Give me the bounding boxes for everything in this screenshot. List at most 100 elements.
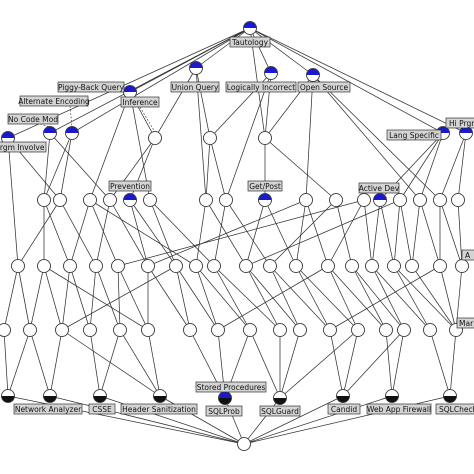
lattice-node-m2[interactable]	[258, 131, 272, 145]
lattice-node-r3a[interactable]	[11, 259, 25, 273]
lattice-node-r3h[interactable]	[189, 259, 203, 273]
lattice-node-r2n[interactable]	[451, 193, 465, 207]
lattice-node-r4k[interactable]	[293, 323, 307, 337]
lattice-node-r4o[interactable]	[397, 323, 411, 337]
lattice-node-r4d[interactable]	[83, 323, 97, 337]
lattice-node-bnet[interactable]	[1, 389, 15, 403]
lattice-node-r3m[interactable]	[321, 259, 335, 273]
label-web-app-firewall[interactable]: Web App Firewall	[366, 403, 432, 415]
lattice-node-r4c[interactable]	[55, 323, 69, 337]
lattice-node-r2f[interactable]	[199, 193, 213, 207]
lattice-node-r2k[interactable]	[393, 193, 407, 207]
lattice-node-r4f[interactable]	[141, 323, 155, 337]
lattice-node-r4l[interactable]	[323, 323, 337, 337]
lattice-node-r4g[interactable]	[183, 323, 197, 337]
lattice-node-r3p[interactable]	[387, 259, 401, 273]
label-sqlprob[interactable]: SQLProb	[205, 405, 243, 417]
label-hi-prgm[interactable]: Hi Prgm	[445, 117, 474, 129]
lattice-node-logic[interactable]	[264, 66, 278, 80]
lattice-node-r4n[interactable]	[379, 323, 393, 337]
label-get-post[interactable]: Get/Post	[247, 180, 283, 192]
lattice-node-r3r[interactable]	[433, 259, 447, 273]
lattice-node-r3q[interactable]	[405, 259, 419, 273]
label-lang-specific[interactable]: Lang Specific	[386, 129, 442, 141]
lattice-node-bchk[interactable]	[443, 389, 457, 403]
label-inference[interactable]: Inference	[120, 96, 160, 108]
label-stored-procedures[interactable]: Stored Procedures	[195, 381, 267, 393]
lattice-node-r3b[interactable]	[37, 259, 51, 273]
label-open-source[interactable]: Open Source	[297, 81, 351, 93]
lattice-node-r3f[interactable]	[141, 259, 155, 273]
label-sqlcheck[interactable]: SQLCheck	[435, 403, 474, 415]
lattice-node-r2h[interactable]	[299, 193, 313, 207]
lattice-node-r4e[interactable]	[113, 323, 127, 337]
node-outline	[243, 323, 257, 337]
lattice-node-r2i[interactable]	[329, 193, 343, 207]
lattice-node-bcss[interactable]	[93, 389, 107, 403]
lattice-node-hi[interactable]	[459, 126, 473, 140]
lattice-node-r4m[interactable]	[351, 323, 365, 337]
lattice-node-r4b[interactable]	[23, 323, 37, 337]
label-logically-incorrect[interactable]: Logically Incorrect	[225, 81, 297, 93]
label-header-sanitization[interactable]: Header Sanitization	[120, 403, 198, 415]
label-mar-partial[interactable]: Mar	[456, 317, 474, 329]
lattice-node-r2g[interactable]	[219, 193, 233, 207]
lattice-node-r2c[interactable]	[83, 193, 97, 207]
lattice-node-bcs[interactable]	[43, 389, 57, 403]
lattice-node-r3e[interactable]	[111, 259, 125, 273]
label-active-dev[interactable]: Active Dev	[358, 182, 400, 194]
lattice-node-r3d[interactable]	[89, 259, 103, 273]
lattice-node-open[interactable]	[306, 68, 320, 82]
lattice-node-r3l[interactable]	[289, 259, 303, 273]
lattice-node-prev[interactable]	[123, 193, 137, 207]
lattice-node-r2m[interactable]	[433, 193, 447, 207]
label-piggy-back-query[interactable]: Piggy-Back Query	[57, 81, 125, 93]
label-tautology[interactable]: Tautology	[229, 36, 271, 48]
lattice-node-bsqg[interactable]	[273, 391, 287, 405]
lattice-node-top[interactable]	[243, 21, 257, 35]
lattice-node-r2j[interactable]	[357, 193, 371, 207]
label-alternate-encoding[interactable]: Alternate Encoding	[18, 95, 90, 107]
lattice-node-bspr[interactable]	[218, 391, 232, 405]
lattice-node-r3s[interactable]	[455, 259, 469, 273]
lattice-node-r4i[interactable]	[243, 323, 257, 337]
node-outline	[189, 259, 203, 273]
lattice-node-r3k[interactable]	[263, 259, 277, 273]
lattice-node-r3i[interactable]	[207, 259, 221, 273]
label-union-query[interactable]: Union Query	[170, 81, 220, 93]
label-no-code-mod[interactable]: No Code Mod	[7, 113, 59, 125]
label-a-partial[interactable]: A	[461, 249, 474, 261]
lattice-node-bhdr[interactable]	[153, 389, 167, 403]
label-candid[interactable]: Candid	[327, 403, 361, 415]
label-prevention[interactable]: Prevention	[108, 180, 152, 192]
lattice-node-r2e[interactable]	[143, 193, 157, 207]
label-prgm-involve[interactable]: Prgm Involve	[0, 141, 47, 153]
lattice-node-bcnd[interactable]	[336, 389, 350, 403]
lattice-node-piggy[interactable]	[123, 85, 137, 99]
label-network-analyzer[interactable]: Network Analyzer	[13, 403, 83, 415]
label-csse[interactable]: CSSE	[88, 403, 116, 415]
lattice-node-r2a[interactable]	[37, 193, 51, 207]
lattice-node-bwaf[interactable]	[385, 389, 399, 403]
lattice-node-r4h[interactable]	[211, 323, 225, 337]
lattice-node-r3c[interactable]	[63, 259, 77, 273]
lattice-node-r2d[interactable]	[103, 193, 117, 207]
lattice-node-r4j[interactable]	[273, 323, 287, 337]
lattice-node-r3o[interactable]	[365, 259, 379, 273]
lattice-node-union[interactable]	[189, 61, 203, 75]
lattice-node-r3g[interactable]	[169, 259, 183, 273]
lattice-node-bot[interactable]	[237, 437, 251, 451]
lattice-node-m1[interactable]	[203, 131, 217, 145]
lattice-node-actv[interactable]	[373, 193, 387, 207]
lattice-node-getp[interactable]	[258, 193, 272, 207]
lattice-node-r3n[interactable]	[345, 259, 359, 273]
lattice-node-r4a[interactable]	[0, 323, 11, 337]
lattice-node-r2b[interactable]	[53, 193, 67, 207]
lattice-node-nomod[interactable]	[43, 126, 57, 140]
lattice-node-inf[interactable]	[148, 131, 162, 145]
lattice-node-r4p[interactable]	[423, 323, 437, 337]
lattice-node-r3j[interactable]	[239, 259, 253, 273]
label-sqlguard[interactable]: SQLGuard	[259, 405, 301, 417]
lattice-node-r2l[interactable]	[413, 193, 427, 207]
lattice-node-alt[interactable]	[65, 126, 79, 140]
